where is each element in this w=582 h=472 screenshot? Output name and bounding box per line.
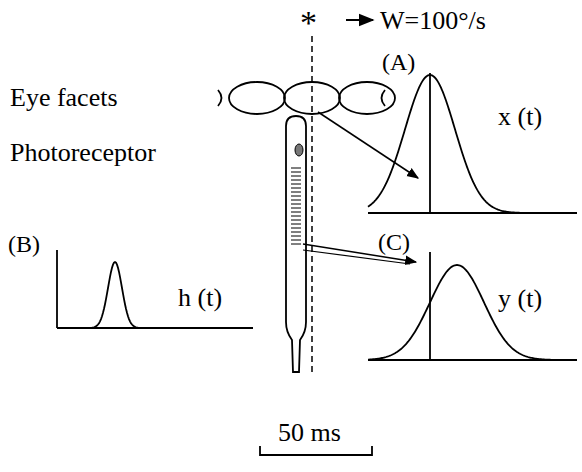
motion-arrow [346,19,373,21]
signal-name: h (t) [178,285,222,311]
panel-letter: (C) [378,230,410,254]
scale-bar [260,446,372,455]
graph-y [368,252,577,360]
panel-letter: (A) [382,50,415,74]
signal-name: y (t) [498,286,542,312]
graph-x [368,73,577,213]
part-name: Photoreceptor [10,140,156,166]
graph-h [57,250,253,328]
eye-facets [218,82,395,114]
signal-name: x (t) [498,104,542,130]
pointer-arrow [318,112,418,178]
panel-letter: (B) [8,232,40,256]
optical-axis [311,36,313,372]
star-symbol: * [300,6,317,40]
scale-label: 50 ms [278,420,341,446]
speed-label: W=100°/s [380,8,486,34]
part-name: Eye facets [10,85,118,111]
